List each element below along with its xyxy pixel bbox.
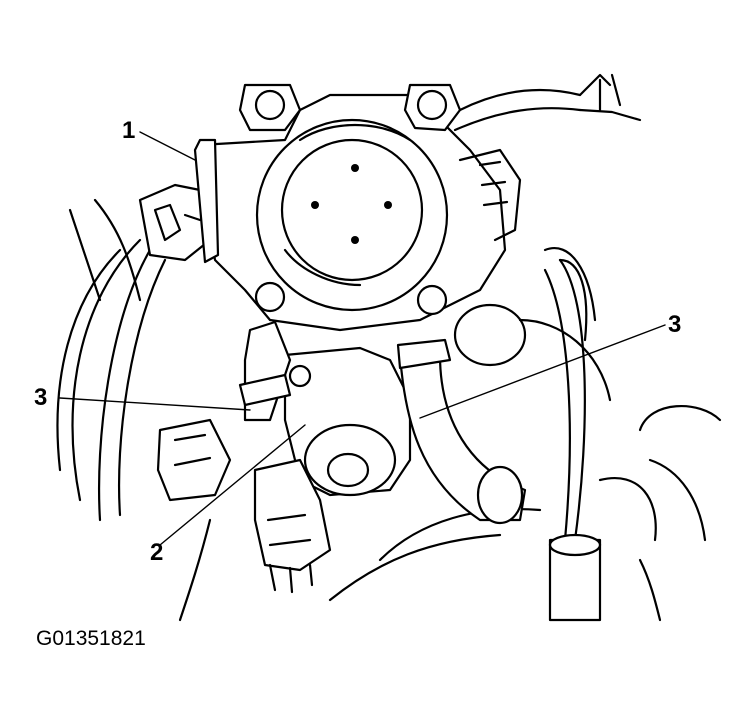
right-hose (396, 247, 612, 525)
leader-line-1 (139, 131, 196, 161)
right-rod (543, 258, 602, 622)
lower-housing (253, 346, 412, 594)
callout-2: 2 (150, 539, 163, 566)
throttle-body (193, 83, 522, 332)
leader-lines (59, 131, 666, 546)
left-wire-harness (97, 183, 232, 522)
leader-line-2 (159, 424, 306, 546)
left-hose (238, 320, 312, 422)
callout-3-right: 3 (668, 311, 681, 338)
callout-3-left: 3 (34, 384, 47, 411)
callout-1: 1 (122, 117, 135, 144)
leader-line-3-right (419, 324, 666, 419)
leader-line-3-left (59, 397, 251, 411)
background-engine-lines (56, 73, 722, 622)
figure-code: G01351821 (36, 627, 146, 650)
